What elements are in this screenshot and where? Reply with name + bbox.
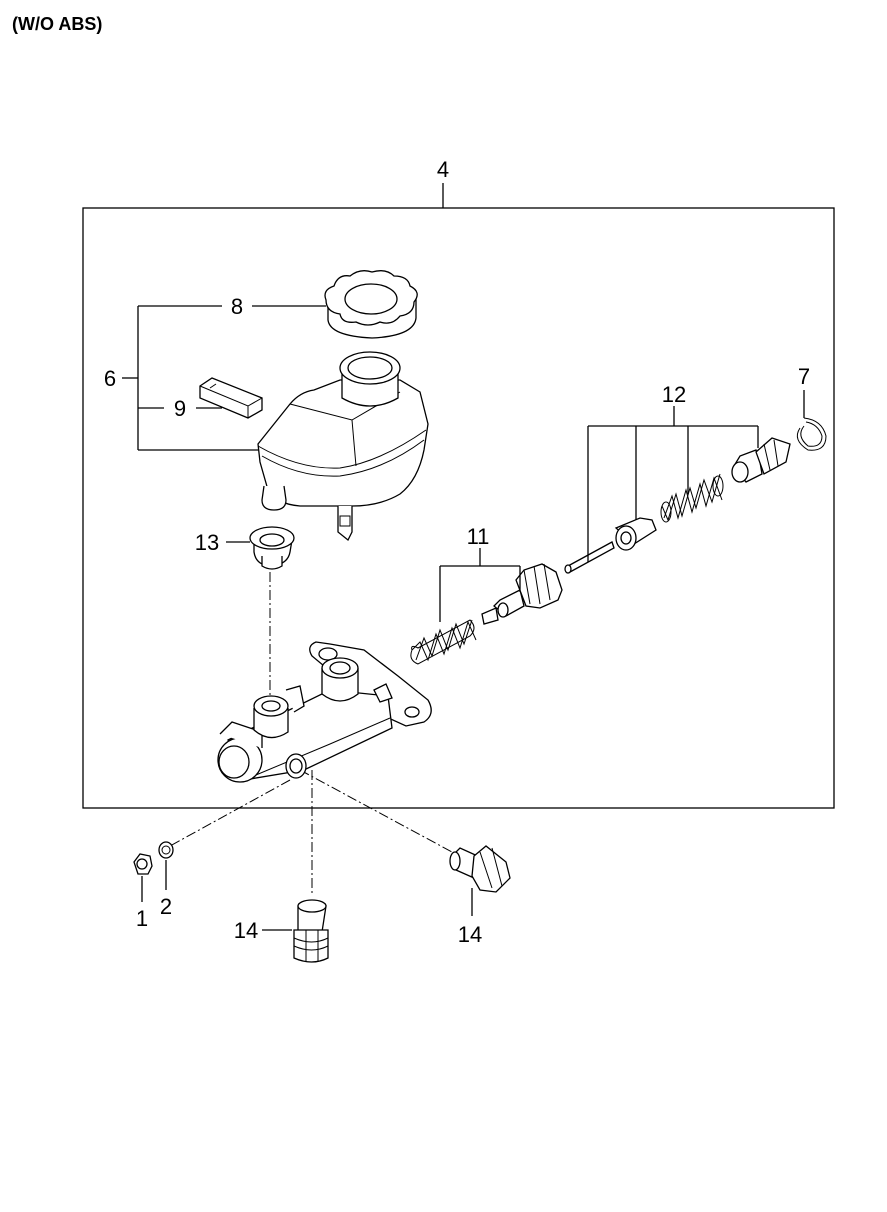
connector-clip [199, 377, 263, 419]
secondary-piston-kit [564, 437, 791, 574]
master-cylinder-body [217, 641, 432, 783]
callout-13: 13 [195, 530, 219, 555]
centerline-fitting-b [299, 769, 453, 853]
callout-11: 11 [467, 524, 490, 549]
centerline-washer [169, 779, 291, 847]
snap-ring [796, 417, 827, 451]
callout-9: 9 [174, 396, 186, 421]
callout-14-left: 14 [234, 918, 258, 943]
callout-6: 6 [104, 366, 116, 391]
callout-4: 4 [437, 157, 449, 182]
callout-2: 2 [160, 894, 172, 919]
washer [158, 841, 174, 859]
callout-12: 12 [662, 382, 686, 407]
reservoir-cap [324, 270, 418, 339]
callout-8: 8 [231, 294, 243, 319]
assembly-frame [82, 207, 835, 809]
bracket-11 [439, 548, 521, 622]
nut [133, 853, 153, 875]
diagram-title: (W/O ABS) [12, 14, 103, 34]
bracket-12 [587, 406, 759, 562]
reservoir-grommet [249, 526, 295, 570]
callout-1: 1 [136, 906, 148, 931]
fitting-bottom [293, 899, 329, 963]
callout-7: 7 [798, 364, 810, 389]
callout-14-right: 14 [458, 922, 482, 947]
fitting-side [449, 845, 511, 893]
brake-fluid-reservoir [257, 351, 429, 542]
reservoir-bracket [122, 305, 326, 451]
primary-piston-spring [410, 563, 563, 665]
